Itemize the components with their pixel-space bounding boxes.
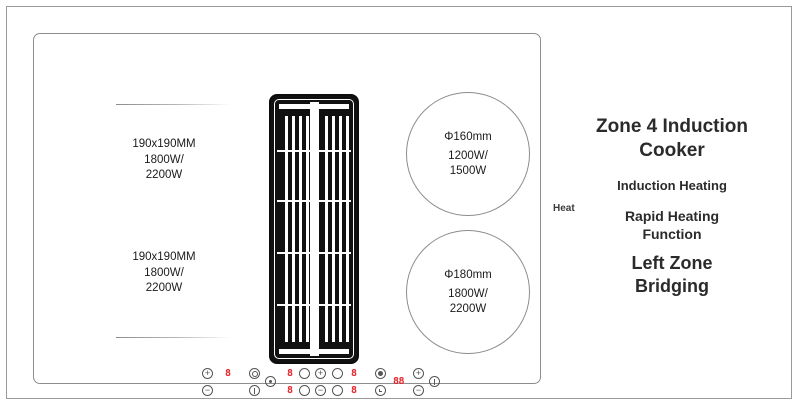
- bridge-slat: [299, 116, 302, 342]
- double-ring-icon[interactable]: [249, 368, 260, 379]
- heat-caption: Heat: [553, 203, 575, 214]
- hob-zone-180mm-power: 1800W/ 2200W: [448, 287, 488, 316]
- outer-frame: 190x190MM 1800W/ 2200W 190x190MM 1800W/ …: [6, 6, 792, 399]
- ring-icon[interactable]: [332, 385, 343, 396]
- clock-icon[interactable]: [375, 385, 386, 396]
- hob-zone-160mm[interactable]: Φ160mm 1200W/ 1500W: [406, 92, 530, 216]
- ring-dot-icon[interactable]: [265, 376, 276, 387]
- bridge-slat: [325, 116, 328, 342]
- product-subtitle: Induction Heating: [617, 178, 727, 193]
- feature-copy-block: Zone 4 Induction Cooker Induction Heatin…: [547, 115, 797, 298]
- bridge-slat: [285, 116, 288, 342]
- plus-circle-icon[interactable]: +: [202, 368, 213, 379]
- bridge-inner-frame: [274, 99, 354, 359]
- center-mode-group[interactable]: 8 8: [249, 367, 311, 399]
- divider-rule-top: [116, 104, 231, 105]
- level-increase-decrease[interactable]: + −: [315, 367, 328, 399]
- hob-zone-180mm[interactable]: Φ180mm 1800W/ 2200W: [406, 230, 530, 354]
- divider-rule-bottom: [116, 337, 231, 338]
- left-zone-2-label: 190x190MM 1800W/ 2200W: [132, 251, 196, 294]
- timer-display: 88: [393, 376, 405, 387]
- power-circle-icon[interactable]: [429, 376, 440, 387]
- slider-ring-2[interactable]: [332, 367, 345, 399]
- touch-control-panel[interactable]: + − 8 8: [199, 367, 442, 399]
- cooktop-panel: 190x190MM 1800W/ 2200W 190x190MM 1800W/ …: [33, 33, 541, 396]
- bridge-slat: [292, 116, 295, 342]
- feature-rapid-heating: Rapid Heating Function: [624, 208, 720, 242]
- feature-left-zone-bridging: Left Zone Bridging: [631, 253, 713, 296]
- bridge-slat: [339, 116, 342, 342]
- bridge-center-spine: [309, 102, 319, 356]
- boost-toggle[interactable]: [375, 367, 388, 399]
- timer-increase-decrease[interactable]: + −: [413, 367, 426, 399]
- zone-2-display: 8: [287, 368, 293, 379]
- slider-ring-0[interactable]: [299, 367, 312, 399]
- left-zone-display: 8: [225, 368, 231, 379]
- bridge-slat: [306, 116, 309, 342]
- power-button[interactable]: [429, 367, 442, 399]
- bridge-slat: [346, 116, 349, 342]
- ring-icon[interactable]: [332, 368, 343, 379]
- product-title: Zone 4 Induction Cooker: [596, 116, 748, 161]
- ring-icon[interactable]: [299, 368, 310, 379]
- power-circle-icon[interactable]: [249, 385, 260, 396]
- minus-circle-icon[interactable]: −: [413, 385, 424, 396]
- left-zone-power-group[interactable]: + − 8: [199, 367, 245, 399]
- bridge-cap-bottom: [279, 349, 349, 354]
- filled-dot-icon[interactable]: [375, 368, 386, 379]
- bridge-cap-top: [279, 104, 349, 109]
- zone-4-display: 8: [351, 368, 357, 379]
- lock-toggle[interactable]: [265, 367, 278, 399]
- timer-group[interactable]: 88 + −: [375, 367, 442, 399]
- left-zone-bridge-element[interactable]: [269, 94, 359, 364]
- hob-zone-160mm-power: 1200W/ 1500W: [448, 149, 488, 178]
- zone-5-display: 8: [351, 385, 357, 396]
- slider-and-level-group[interactable]: + − 8 8: [315, 367, 371, 399]
- plus-circle-icon[interactable]: +: [413, 368, 424, 379]
- zone-3-display: 8: [287, 385, 293, 396]
- left-zone-1-label: 190x190MM 1800W/ 2200W: [132, 138, 196, 181]
- left-increase-decrease[interactable]: + −: [202, 367, 215, 399]
- plus-circle-icon[interactable]: +: [315, 368, 326, 379]
- bridge-slat: [332, 116, 335, 342]
- bridge-toggle[interactable]: [249, 367, 262, 399]
- minus-circle-icon[interactable]: −: [315, 385, 326, 396]
- minus-circle-icon[interactable]: −: [202, 385, 213, 396]
- ring-icon[interactable]: [299, 385, 310, 396]
- hob-zone-180mm-diameter: Φ180mm: [444, 268, 492, 281]
- hob-zone-160mm-diameter: Φ160mm: [444, 130, 492, 143]
